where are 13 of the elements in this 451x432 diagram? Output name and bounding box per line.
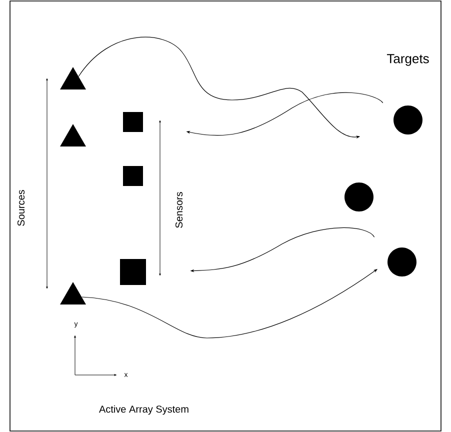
sensor-square — [120, 259, 146, 285]
sensor-square — [123, 112, 143, 132]
caption: Active Array System — [99, 405, 188, 415]
source-triangle — [60, 124, 86, 146]
target-circle — [388, 248, 416, 276]
axis-label: Sources — [17, 190, 25, 226]
source-triangle — [60, 67, 86, 90]
axis-label: Sensors — [175, 192, 183, 228]
heading-label: Targets — [386, 54, 429, 66]
sensor-square — [123, 166, 143, 186]
source-triangle — [60, 282, 86, 304]
target-circle — [344, 182, 374, 212]
target-circle — [394, 106, 422, 134]
